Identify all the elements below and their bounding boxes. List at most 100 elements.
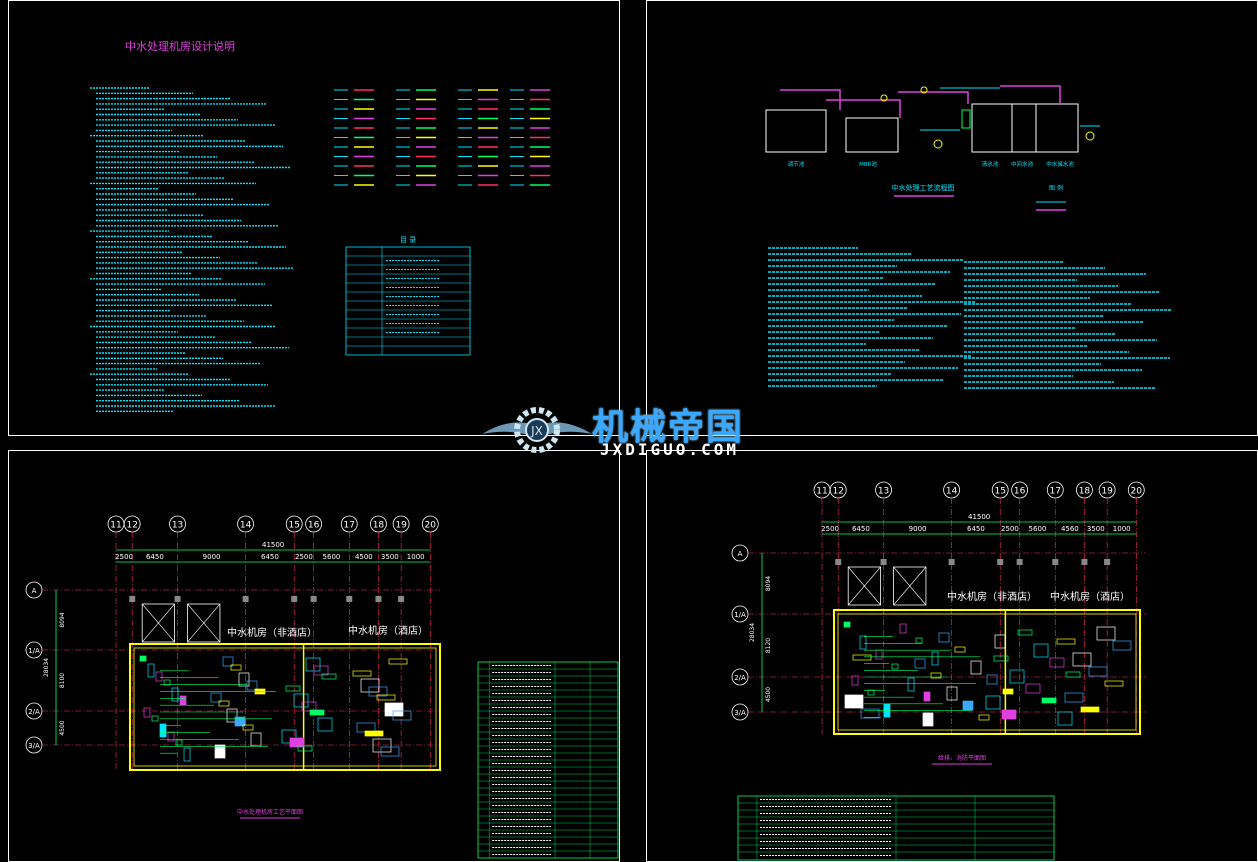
equipment-block	[985, 695, 1001, 710]
equipment-block	[214, 744, 226, 759]
grid-col-label: 12	[126, 521, 137, 531]
room-wall	[833, 609, 1141, 735]
equipment-block	[309, 709, 325, 716]
grid-col-label: 18	[1079, 487, 1091, 497]
equipment-block	[907, 677, 915, 692]
equipment-block	[238, 672, 250, 687]
tank-label: MBR池	[859, 160, 877, 168]
segment-dimension: 2500	[115, 553, 133, 561]
legend-title: 图 例	[1049, 184, 1063, 192]
equipment-block	[1049, 657, 1065, 668]
equipment-block	[159, 723, 167, 738]
equipment-block	[1080, 706, 1100, 713]
shaft	[847, 566, 882, 606]
equipment-block	[931, 651, 939, 666]
equipment-block	[392, 710, 412, 721]
tank-label: 中间水池	[1011, 160, 1034, 168]
equipment-block	[978, 714, 990, 721]
equipment-block	[297, 745, 313, 752]
watermark-main-text: 机械帝国	[592, 407, 745, 448]
equipment-block	[317, 717, 333, 732]
grid-col-label: 20	[425, 521, 437, 531]
shaft	[141, 603, 175, 643]
side-dimension: 8094	[59, 612, 66, 627]
equipment-block	[891, 663, 899, 670]
grid-col-label: 17	[344, 521, 355, 531]
equipment-block	[210, 692, 222, 703]
segment-dimension: 1000	[1113, 525, 1131, 533]
equipment-block	[994, 634, 1006, 649]
grid-row-label: A	[32, 587, 37, 595]
sheet1-content: 中水处理机房设计说明 目 录	[90, 39, 550, 412]
equipment-block	[226, 708, 238, 723]
equipment-block	[222, 656, 234, 667]
shaft	[893, 566, 927, 606]
equipment-block	[1096, 626, 1116, 641]
shaft	[187, 603, 221, 643]
equipment-block	[923, 691, 931, 702]
room-label-hotel: 中水机房（酒店）	[348, 624, 428, 637]
grid-col-label: 13	[878, 487, 889, 497]
equipment-block	[915, 637, 923, 644]
equipment-block	[234, 716, 246, 727]
gear-wings-icon: JX	[482, 407, 592, 453]
segment-dimension: 6450	[146, 553, 164, 561]
equipment-block	[970, 660, 982, 675]
equipment-block	[167, 731, 175, 742]
equipment-block	[139, 655, 147, 662]
grid-col-label: 18	[373, 521, 385, 531]
equipment-block	[1057, 711, 1073, 726]
equipment-block	[285, 685, 301, 692]
grid-row-label: 3/A	[734, 709, 746, 717]
equipment-block	[151, 715, 159, 722]
equipment-block	[922, 712, 934, 727]
equipment-block	[155, 671, 163, 682]
grid-col-label: 13	[172, 521, 183, 531]
equipment-block	[250, 732, 262, 747]
grid-row-label: 2/A	[28, 708, 40, 716]
grid-row-label: 1/A	[28, 647, 40, 655]
equipment-block	[364, 730, 384, 737]
equipment-block	[954, 646, 966, 653]
equipment-block	[388, 658, 408, 665]
room-label-non-hotel: 中水机房（非酒店）	[227, 626, 317, 639]
segment-dimension: 4560	[1061, 525, 1079, 533]
grid-col-label: 19	[395, 521, 407, 531]
sheet-design-notes	[8, 0, 620, 436]
side-dimension: 28034	[43, 658, 50, 677]
equipment-block	[143, 707, 151, 718]
equipment-block	[1001, 709, 1017, 720]
equipment-block	[875, 649, 883, 660]
tank-label: 调节池	[788, 160, 805, 168]
equipment-block	[183, 747, 191, 762]
equipment-block	[1033, 643, 1049, 658]
equipment-block	[899, 623, 907, 634]
equipment-block	[147, 663, 155, 678]
segment-dimension: 5600	[323, 553, 341, 561]
equipment-block	[384, 702, 404, 717]
catalog-title: 目 录	[400, 236, 416, 244]
svg-text:JX: JX	[530, 424, 543, 438]
room-label-non-hotel: 中水机房（非酒店）	[947, 590, 1037, 603]
equipment-block	[860, 708, 880, 719]
equipment-block	[986, 674, 998, 685]
flow-title: 中水处理工艺流程图	[892, 183, 955, 192]
segment-dimension: 5600	[1029, 525, 1047, 533]
segment-dimension: 2500	[821, 525, 839, 533]
equipment-block	[305, 657, 321, 672]
equipment-block	[1009, 669, 1025, 684]
segment-dimension: 3500	[381, 553, 399, 561]
equipment-block	[1065, 671, 1081, 678]
equipment-block	[1041, 697, 1057, 704]
equipment-block	[1112, 640, 1132, 651]
equipment-block	[313, 665, 329, 676]
equipment-block	[851, 675, 859, 686]
process-notes-text-block	[768, 247, 1172, 389]
grid-col-label: 15	[994, 487, 1005, 497]
grid-col-label: 16	[1014, 487, 1026, 497]
equipment-block	[1056, 638, 1076, 645]
equipment-block	[289, 737, 305, 748]
design-notes-text-block	[90, 87, 294, 412]
